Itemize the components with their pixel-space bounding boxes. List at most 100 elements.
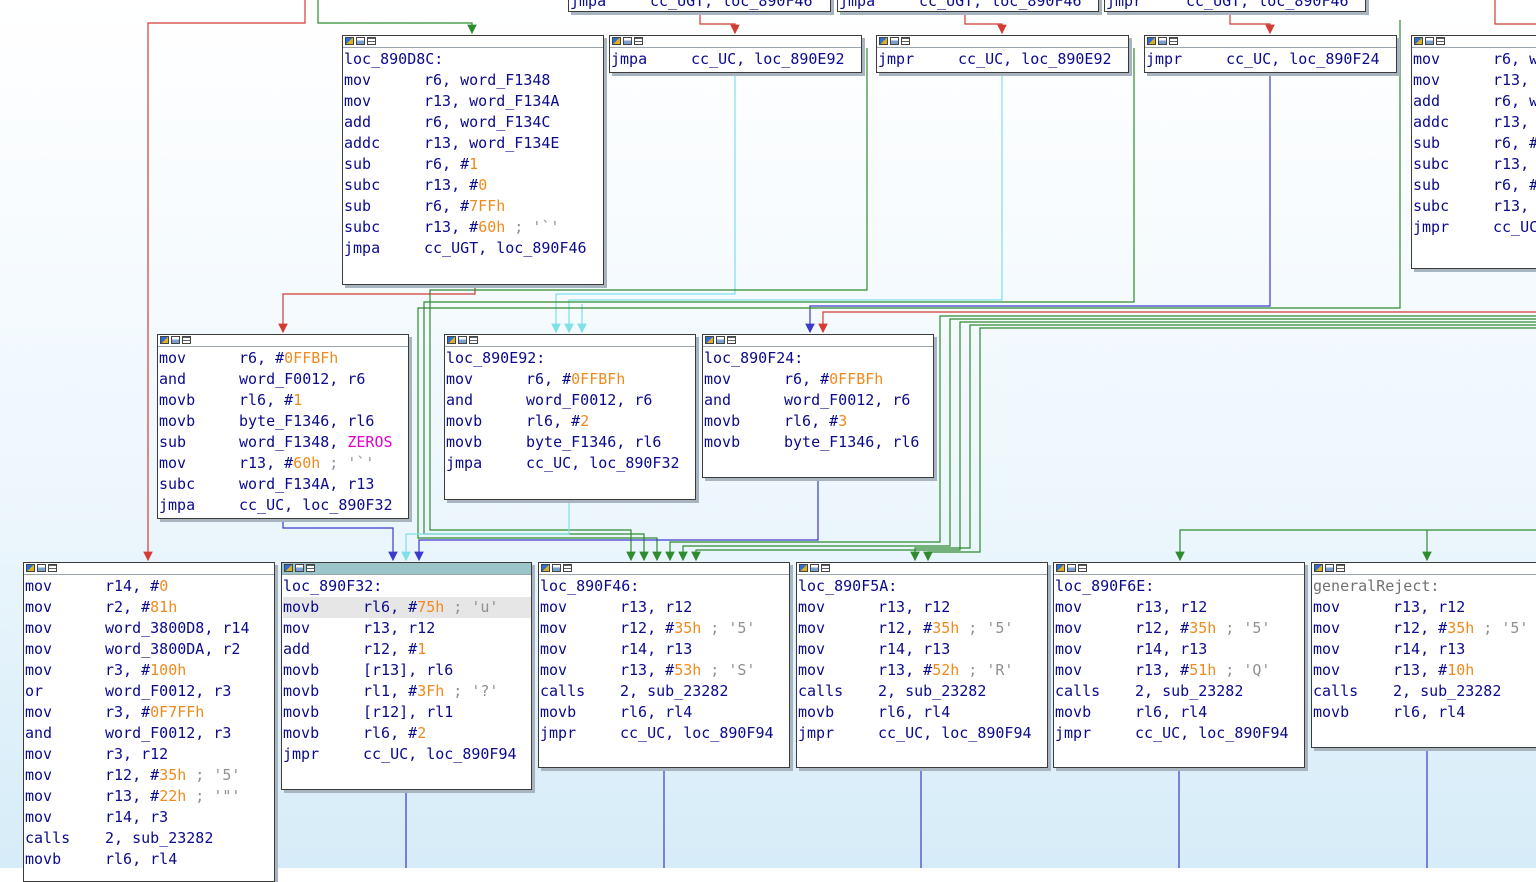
instruction-line[interactable]: jmprcc_UC, loc_890F94 bbox=[283, 744, 531, 765]
instruction-line[interactable]: movr6, #0FFBFh bbox=[704, 369, 933, 390]
instruction-line[interactable]: movr12, #35h ; '5' bbox=[25, 765, 274, 786]
instruction-line[interactable]: movr14, r13 bbox=[1313, 639, 1536, 660]
zoom-icon[interactable] bbox=[901, 37, 910, 45]
instruction-line[interactable]: subr6, # bbox=[1413, 133, 1536, 154]
node-partial-right[interactable]: movr6, wmovr13,addr6, waddcr13,subr6, #s… bbox=[1411, 35, 1536, 269]
node-title-bar[interactable] bbox=[1412, 36, 1536, 48]
instruction-line[interactable]: subcr13, #0 bbox=[344, 175, 603, 196]
zoom-icon[interactable] bbox=[469, 336, 478, 344]
instruction-line[interactable]: subcr13, bbox=[1413, 154, 1536, 175]
node-jmpa-loc-890e92[interactable]: jmpacc_UC, loc_890E92 bbox=[609, 35, 862, 73]
zoom-icon[interactable] bbox=[1336, 564, 1345, 572]
node-title-bar[interactable] bbox=[343, 36, 603, 48]
instruction-line[interactable]: movr6, #0FFBFh bbox=[446, 369, 695, 390]
instruction-line[interactable]: movr3, r12 bbox=[25, 744, 274, 765]
graph-view-icon[interactable] bbox=[612, 37, 621, 45]
graph-view-icon[interactable] bbox=[345, 37, 354, 45]
zoom-icon[interactable] bbox=[306, 564, 315, 572]
node-loc-890f32[interactable]: loc_890F32:movbrl6, #75h ; 'u'movr13, r1… bbox=[281, 562, 532, 790]
instruction-line[interactable]: addr6, word_F134C bbox=[344, 112, 603, 133]
instruction-line[interactable]: movr13, #52h ; 'R' bbox=[798, 660, 1047, 681]
graph-view-icon[interactable] bbox=[447, 336, 456, 344]
zoom-icon[interactable] bbox=[727, 336, 736, 344]
instruction-line[interactable]: movr12, #35h ; '5' bbox=[540, 618, 789, 639]
node-title-bar[interactable] bbox=[877, 36, 1128, 48]
zoom-icon[interactable] bbox=[367, 37, 376, 45]
instruction-line[interactable]: andword_F0012, r6 bbox=[159, 369, 408, 390]
node-top-strip-a[interactable]: jmpacc_UGT, loc_890F46 bbox=[568, 0, 831, 12]
instruction-line[interactable]: movbrl1, #3Fh ; '?' bbox=[283, 681, 531, 702]
instruction-line[interactable]: calls2, sub_23282 bbox=[25, 828, 274, 849]
instruction-line[interactable]: movr13, bbox=[1413, 70, 1536, 91]
instruction-line[interactable]: movr13, #10h bbox=[1313, 660, 1536, 681]
node-general-reject[interactable]: generalReject:movr13, r12movr12, #35h ; … bbox=[1311, 562, 1536, 748]
instruction-line[interactable]: movbbyte_F1346, rl6 bbox=[446, 432, 695, 453]
code-label[interactable]: loc_890F46: bbox=[540, 576, 789, 597]
instruction-line[interactable]: andword_F0012, r3 bbox=[25, 723, 274, 744]
print-icon[interactable] bbox=[458, 336, 467, 344]
instruction-line[interactable]: movr14, r3 bbox=[25, 807, 274, 828]
instruction-line[interactable]: jmpacc_UGT, loc_890F46 bbox=[344, 238, 603, 259]
zoom-icon[interactable] bbox=[1078, 564, 1087, 572]
zoom-icon[interactable] bbox=[1169, 37, 1178, 45]
instruction-line[interactable]: subr6, # bbox=[1413, 175, 1536, 196]
instruction-line[interactable]: movbrl6, #75h ; 'u' bbox=[283, 597, 531, 618]
instruction-line[interactable]: addcr13, bbox=[1413, 112, 1536, 133]
instruction-line[interactable]: movr12, #35h ; '5' bbox=[1055, 618, 1304, 639]
instruction-line[interactable]: movbrl6, rl4 bbox=[798, 702, 1047, 723]
graph-view-icon[interactable] bbox=[160, 336, 169, 344]
print-icon[interactable] bbox=[1067, 564, 1076, 572]
node-loc-890e92[interactable]: loc_890E92:movr6, #0FFBFhandword_F0012, … bbox=[444, 334, 696, 500]
instruction-line[interactable]: movr13, #22h ; '"' bbox=[25, 786, 274, 807]
node-title-bar[interactable] bbox=[610, 36, 861, 48]
graph-view-icon[interactable] bbox=[1414, 37, 1423, 45]
instruction-line[interactable]: movr6, w bbox=[1413, 49, 1536, 70]
node-title-bar[interactable] bbox=[1312, 563, 1536, 575]
instruction-line[interactable]: subcword_F134A, r13 bbox=[159, 474, 408, 495]
code-label[interactable]: loc_890F24: bbox=[704, 348, 933, 369]
code-label[interactable]: loc_890F5A: bbox=[798, 576, 1047, 597]
node-loc-890f5a[interactable]: loc_890F5A:movr13, r12movr12, #35h ; '5'… bbox=[796, 562, 1048, 768]
graph-view-icon[interactable] bbox=[879, 37, 888, 45]
instruction-line[interactable]: movr13, r12 bbox=[283, 618, 531, 639]
instruction-line[interactable]: addr6, w bbox=[1413, 91, 1536, 112]
graph-view-icon[interactable] bbox=[1314, 564, 1323, 572]
instruction-line[interactable]: movbrl6, rl4 bbox=[1313, 702, 1536, 723]
instruction-line[interactable]: movr14, r13 bbox=[1055, 639, 1304, 660]
node-title-bar[interactable] bbox=[797, 563, 1047, 575]
print-icon[interactable] bbox=[295, 564, 304, 572]
code-label[interactable]: loc_890F32: bbox=[283, 576, 531, 597]
node-title-bar[interactable] bbox=[158, 335, 408, 347]
code-label[interactable]: loc_890D8C: bbox=[344, 49, 603, 70]
graph-view-icon[interactable] bbox=[1147, 37, 1156, 45]
instruction-line[interactable]: movbrl6, rl4 bbox=[25, 849, 274, 870]
print-icon[interactable] bbox=[716, 336, 725, 344]
print-icon[interactable] bbox=[1425, 37, 1434, 45]
node-title-bar[interactable] bbox=[703, 335, 933, 347]
instruction-line[interactable]: movword_3800D8, r14 bbox=[25, 618, 274, 639]
instruction-line[interactable]: movr2, #81h bbox=[25, 597, 274, 618]
instruction-line[interactable]: movb[r13], rl6 bbox=[283, 660, 531, 681]
node-top-strip-c[interactable]: jmprcc_UGT, loc_890F46 bbox=[1104, 0, 1366, 12]
instruction-line[interactable]: subcr13, bbox=[1413, 196, 1536, 217]
instruction-line[interactable]: movbrl6, #2 bbox=[446, 411, 695, 432]
instruction-line[interactable]: subcr13, #60h ; '`' bbox=[344, 217, 603, 238]
graph-view-icon[interactable] bbox=[26, 564, 35, 572]
instruction-line[interactable]: jmpacc_UC, loc_890F32 bbox=[159, 495, 408, 516]
instruction-line[interactable]: addcr13, word_F134E bbox=[344, 133, 603, 154]
instruction-line[interactable]: calls2, sub_23282 bbox=[798, 681, 1047, 702]
instruction-line[interactable]: movbbyte_F1346, rl6 bbox=[704, 432, 933, 453]
node-top-strip-b[interactable]: jmpacc_UGT, loc_890F46 bbox=[837, 0, 1099, 12]
instruction-line[interactable]: jmprcc_UC bbox=[1413, 217, 1536, 238]
instruction-line[interactable]: movr13, r12 bbox=[1313, 597, 1536, 618]
instruction-line[interactable]: jmprcc_UC, loc_890F94 bbox=[798, 723, 1047, 744]
instruction-line[interactable]: movr12, #35h ; '5' bbox=[1313, 618, 1536, 639]
graph-view-icon[interactable] bbox=[284, 564, 293, 572]
zoom-icon[interactable] bbox=[563, 564, 572, 572]
node-loc-890f46[interactable]: loc_890F46:movr13, r12movr12, #35h ; '5'… bbox=[538, 562, 790, 768]
node-title-bar[interactable] bbox=[282, 563, 531, 575]
instruction-line[interactable]: subword_F1348, ZEROS bbox=[159, 432, 408, 453]
instruction-line[interactable]: jmprcc_UC, loc_890E92 bbox=[878, 49, 1128, 70]
node-title-bar[interactable] bbox=[1145, 36, 1396, 48]
code-label[interactable]: loc_890E92: bbox=[446, 348, 695, 369]
